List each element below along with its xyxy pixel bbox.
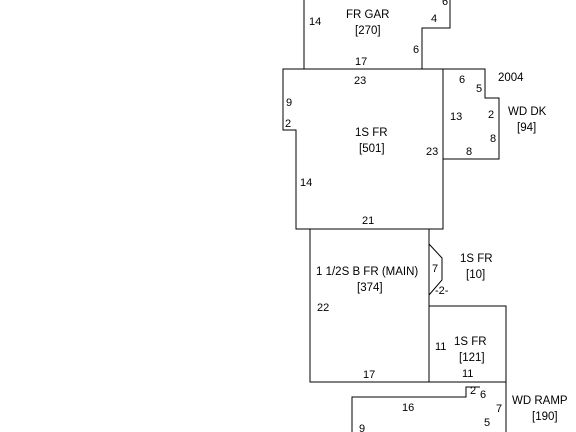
area-wd-dk-sqft: [94] — [517, 122, 536, 134]
dim-deck-right-jog: 2 — [488, 109, 494, 121]
wood-deck-outline — [443, 68, 500, 160]
dim-deck-right-lower: 8 — [490, 133, 496, 145]
dim-ramp-left: 9 — [359, 423, 365, 432]
garage-outline — [303, 0, 451, 70]
wood-ramp-outline — [351, 386, 480, 432]
area-main-112s-sqft: [374] — [357, 282, 383, 294]
dim-ramp-top: 16 — [402, 402, 414, 414]
area-fr-gar-name: FR GAR — [346, 9, 389, 21]
dim-main-top: 23 — [354, 75, 366, 87]
dim-main-left-upper: 9 — [286, 97, 292, 109]
dim-bay-bottom: -2- — [435, 285, 449, 297]
dim-main-bottom: 21 — [362, 215, 374, 227]
ext-1s-fr-outline — [429, 305, 507, 432]
area-mid-1s-fr-name: 1S FR — [454, 336, 487, 348]
dim-ext-bottom: 11 — [462, 368, 473, 380]
area-main-112s-name: 1 1/2S B FR (MAIN) — [316, 266, 418, 278]
dim-gar-bottom: 17 — [355, 56, 367, 68]
area-main-1s-fr-sqft: [501] — [359, 143, 385, 155]
dim-hse-bottom: 17 — [363, 369, 375, 381]
dim-gar-right-step: 4 — [431, 13, 437, 25]
dim-deck-bottom: 8 — [466, 146, 472, 158]
area-small-1s-fr-sqft: [10] — [466, 269, 485, 281]
dim-ext-left: 11 — [435, 341, 446, 353]
area-wd-dk-name: WD DK — [508, 106, 547, 118]
dim-deck-left: 13 — [450, 111, 462, 123]
dim-main-left-lower: 14 — [300, 177, 312, 189]
dim-gar-top-right: 6 — [442, 0, 448, 8]
dim-hse-left: 22 — [317, 302, 329, 314]
dim-bay-side: 7 — [432, 263, 438, 275]
area-small-1s-fr-name: 1S FR — [460, 253, 493, 265]
dim-ramp-right-a: 6 — [480, 389, 486, 401]
dim-main-right: 23 — [426, 146, 438, 158]
dim-ramp-small: 2 — [470, 385, 476, 397]
area-mid-1s-fr-sqft: [121] — [459, 352, 485, 364]
dim-ramp-right-b: 7 — [496, 403, 502, 415]
bay-1s-fr-outline — [428, 243, 443, 296]
dim-gar-right: 6 — [413, 44, 419, 56]
dim-ramp-bottom: 5 — [484, 417, 490, 429]
area-wd-dk-year: 2004 — [498, 72, 524, 84]
dim-deck-right-upper: 5 — [476, 83, 482, 95]
dim-deck-top: 6 — [459, 74, 465, 86]
dim-gar-left: 14 — [309, 16, 321, 28]
area-wd-ramp-sqft: [190] — [532, 411, 558, 423]
area-fr-gar-sqft: [270] — [355, 25, 381, 37]
dim-main-left-jog: 2 — [285, 118, 291, 130]
area-main-1s-fr-name: 1S FR — [355, 127, 388, 139]
area-wd-ramp-name: WD RAMP — [512, 395, 568, 407]
